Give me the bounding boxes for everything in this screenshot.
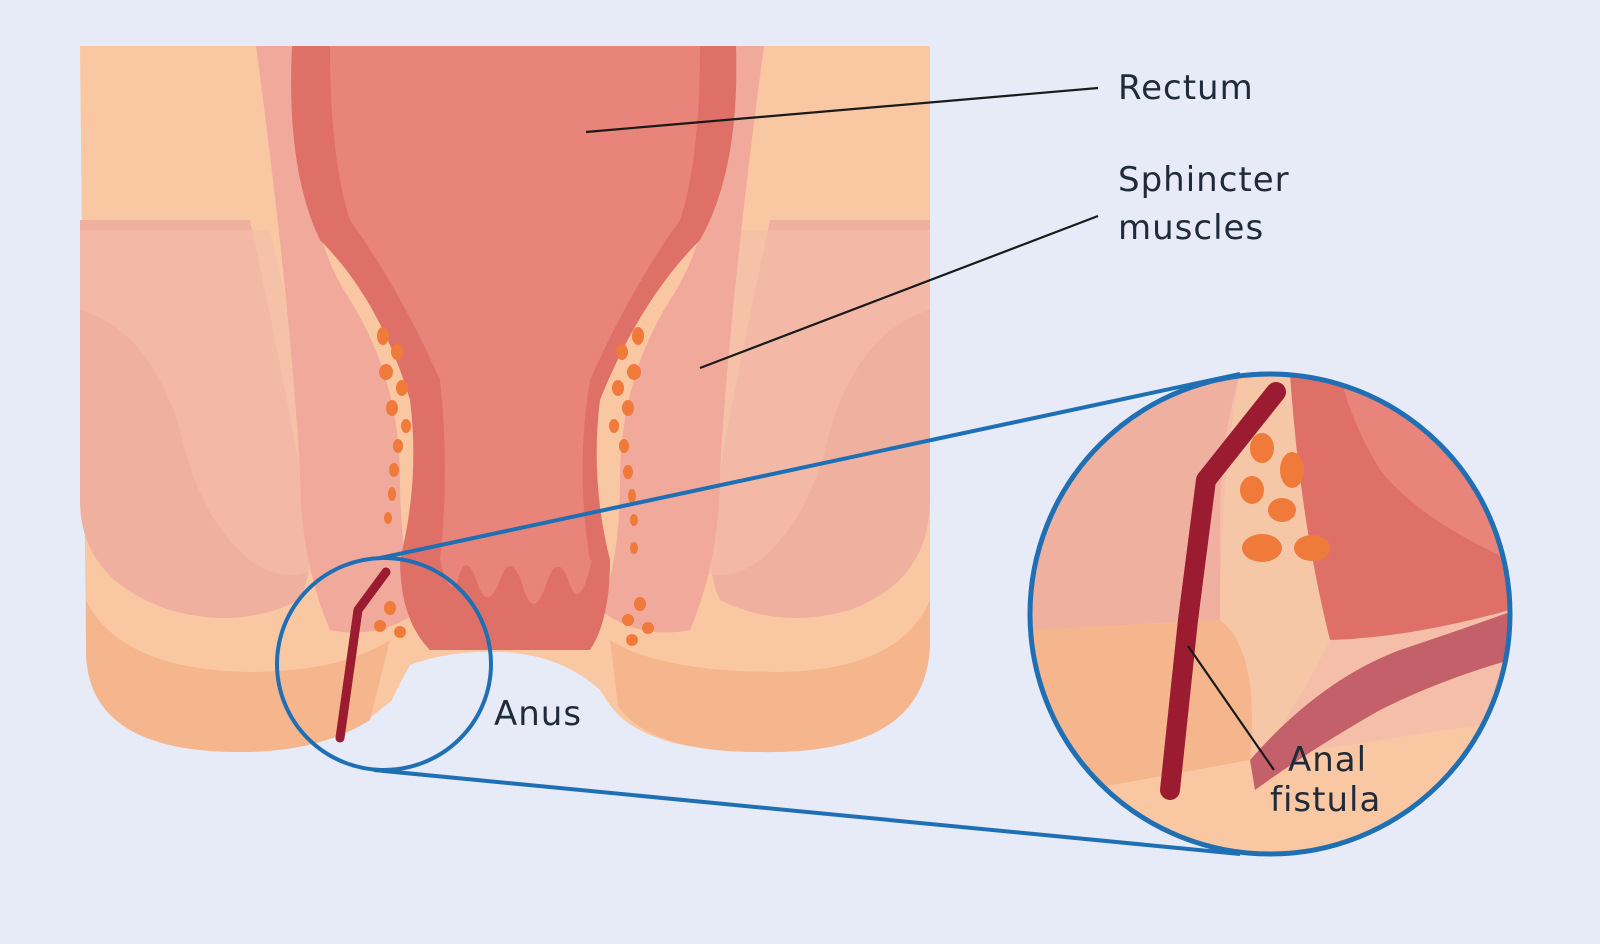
inset-fistula-tract xyxy=(1160,382,1286,800)
leader-rectum xyxy=(585,86,1099,134)
label-rectum: Rectum xyxy=(1118,68,1254,108)
sphincter-right xyxy=(600,46,764,633)
anal-columns xyxy=(440,560,592,604)
fistula-tract xyxy=(335,567,391,743)
leader-lines xyxy=(585,86,1275,771)
muscle-right-inner xyxy=(680,230,930,575)
label-sphincter-line1: Sphincter xyxy=(1118,160,1290,200)
leader-fistula xyxy=(1187,645,1275,771)
label-sphincter-line2: muscles xyxy=(1118,208,1265,248)
label-fistula-line2: fistula xyxy=(1270,780,1382,820)
magnifier-connector xyxy=(275,372,1241,856)
muscle-left-inner xyxy=(80,230,330,575)
sphincter-left xyxy=(256,46,420,633)
inset-skin-edge xyxy=(1250,612,1510,790)
label-anus: Anus xyxy=(494,694,583,734)
magnifier-ring xyxy=(1027,371,1513,857)
glands-right xyxy=(609,327,654,646)
skin-band-right xyxy=(610,600,930,753)
anus-opening xyxy=(380,651,620,730)
cross-section xyxy=(80,46,930,753)
inset-skin xyxy=(1030,620,1252,800)
skin-band-left xyxy=(86,600,390,752)
label-fistula-line1: Anal xyxy=(1288,740,1368,780)
leader-sphincter xyxy=(699,214,1099,370)
inset-glands xyxy=(1240,433,1330,562)
glands-left xyxy=(374,327,411,638)
inset-sphincter xyxy=(1220,374,1330,760)
rectum-lumen xyxy=(330,46,700,560)
